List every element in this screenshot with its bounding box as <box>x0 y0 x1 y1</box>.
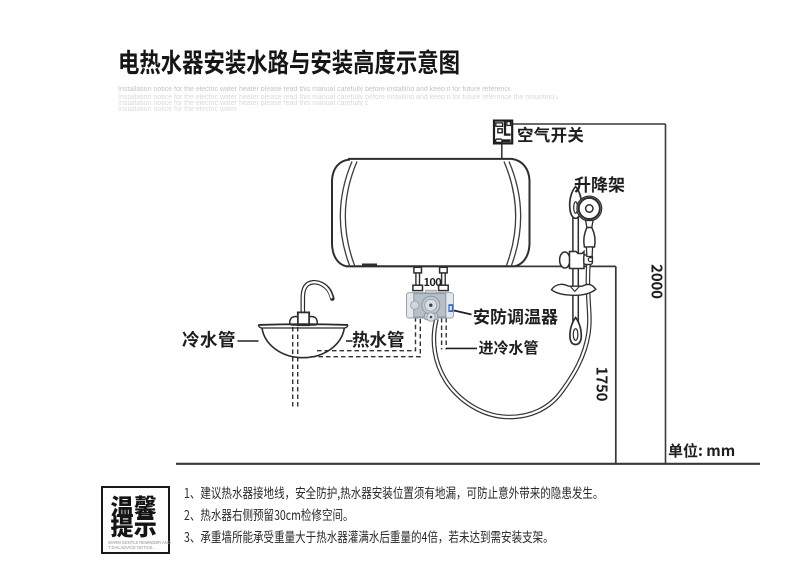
svg-text:2000: 2000 <box>646 264 667 299</box>
svg-text:1750: 1750 <box>591 367 612 402</box>
